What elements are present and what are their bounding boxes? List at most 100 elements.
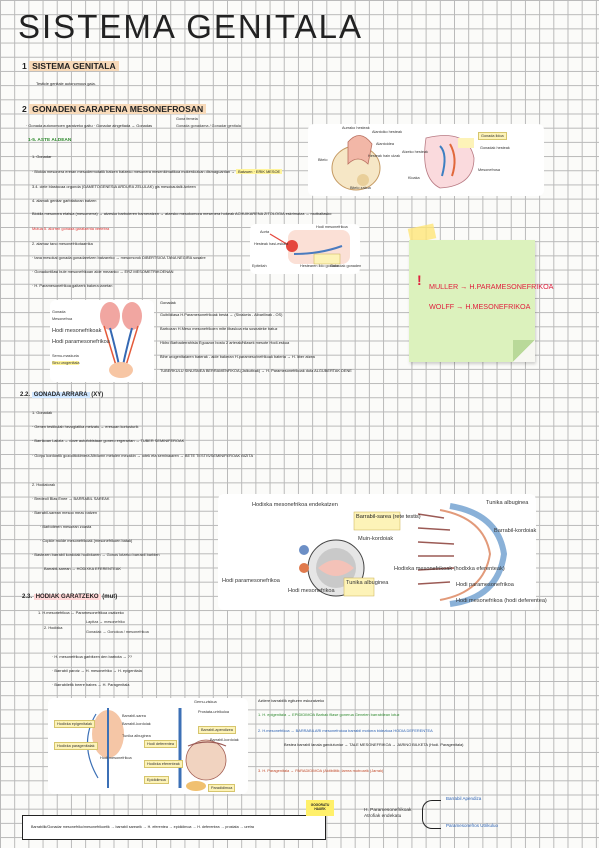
fig4-label-1: Barrabil-sarea (rete testis) [356, 514, 421, 520]
fig5-label-0: Hodixka epigenitalak [54, 720, 96, 729]
s2-line-9: · H. Paramesonefrikoa gaitzerk bakera la… [32, 283, 113, 288]
section-23-heading: 2.3. HODIAK GARATZEKO (mut) [22, 594, 117, 600]
s22-line-2: · Barrikoan Laitzia → dove autofobistaan… [32, 438, 185, 443]
embrion-arrow-top [422, 800, 441, 815]
s22-line-1: · Genen testikulab hezogiatika metzatu →… [32, 424, 139, 429]
fig5-label-2: Barrabil-sarea [122, 714, 146, 718]
fig1-label-7: Gonada ildoa [478, 132, 507, 141]
s2-line-4: Blokila mesonera etatsia (mesomerra) → a… [32, 211, 332, 216]
section-2-week: 1-5. ASTE ALDEAN [28, 138, 72, 143]
fig1-label-10: Mesonefrosa [478, 168, 500, 172]
s2-line-0: 1. Gonadar [32, 154, 52, 159]
fig3-label-2: Hodi mesonefrikoak [52, 328, 102, 334]
fig2-label-3: Epiteliah [252, 264, 267, 268]
fig4-label-5: Hodi mesonefrikoa [288, 588, 335, 594]
section-1-heading: 1 SISTEMA GENITALA [22, 61, 119, 71]
section-22-title: GONADA ARRARA [31, 392, 90, 398]
embrion-arrow-bottom [422, 814, 441, 829]
fig2-label-2: Hesteak hasi-eskala [254, 242, 289, 246]
fig3-label-0: Gonada [52, 310, 66, 314]
section-1-line: Testicle genitale autonomous gaia. [36, 81, 96, 86]
fig4-label-9: Hodi paramesonefrikoa [456, 582, 514, 588]
s23-line-4: · Barrabiletik beere babes → H. Parageni… [52, 682, 130, 687]
s23-right-3: Bestea barrabil lanala gandutuniar → TAL… [284, 742, 464, 747]
figure-1-gonadal-ridge: Aurrako hesteak Alantoiko hesteak Alanto… [308, 124, 544, 196]
sticky-line-1: MULLER → H.PARAMESONEFRIKOA [429, 282, 554, 291]
fig3-text-2: Barbozan H.Meso mesonefrikoen mite libas… [160, 326, 278, 331]
fig5-label-5: Hodi mesonefrikoa [100, 756, 132, 760]
fig1-label-3: Bitelo [318, 158, 328, 162]
s22-line-3: · Gorpu kordontik gozoditokimera Altxium… [32, 453, 254, 458]
fig1-label-5: Atzeko hesteak [402, 150, 428, 154]
s23-brace-0: Lapitza → mesonefriko [86, 620, 125, 624]
section-1-title: SISTEMA GENITALA [29, 61, 119, 71]
figure-1-drawing [331, 135, 475, 191]
s2-line-3: 4. alamak genitar garbitaturan batzen [32, 198, 97, 203]
s22b-line-4: · Copkle molde mesonefrikoak (mesonefrik… [40, 538, 133, 543]
figure-4-testis: Hodixka mesonefrikoa endekatzen Barrabil… [218, 494, 547, 610]
figure-5-drawing [86, 708, 227, 791]
figure-4-drawing [299, 503, 508, 607]
fig5-label-12: Epididimoa [144, 776, 169, 785]
embrion-label: H. Paramesonefrikoak Atrofiak endekatu [364, 808, 412, 819]
fig5-label-3: Barrabil-kordoiak [122, 722, 151, 726]
section-22-heading: 2.2. GONADA ARRARA (XY) [20, 392, 103, 398]
s22b-line-3: · Barboteren mesoean zoasta [40, 524, 92, 529]
summary-text: Barrabilik/Gonadar mesonefriko/mesonefri… [31, 825, 254, 829]
sticky-line-2: WOLFF → H.MESONEFRIKOA [429, 302, 531, 311]
s23-brace-1: Gonadak → Gonokoa / mesonefrikoa [86, 630, 149, 634]
section-2-heading: 2 GONADEN GARAPENA MESONEFROSAN [22, 104, 207, 114]
embrion-out-1: Barrabil Apendiza [446, 796, 482, 801]
fig5-label-9: Hodixka eferenteak [144, 760, 183, 769]
figure-3-drawing [100, 302, 142, 378]
s2-line-6: 2. alamaz tano mesonefrikotaarrika [32, 241, 93, 246]
s23-line-0: 1. H.mesonefrikoa → Paramesonefrikoa osa… [38, 610, 124, 615]
fig4-label-7: Tunika albuginea [486, 500, 529, 506]
s22b-line-5: · Bastezen barrabil kordoiak hodixkaren … [32, 552, 160, 557]
summary-box: Barrabilik/Gonadar mesonefriko/mesonefri… [22, 815, 326, 840]
fig2-label-4: Hestearen ildo gonada [300, 264, 339, 268]
sticky-exclaim-icon: ! [417, 272, 422, 288]
fig2-label-1: Hodi mesonefrikoa [316, 225, 348, 229]
figure-3-indifferent-ducts: Gonada Mesonefroa Hodi mesonefrikoak Hod… [50, 300, 154, 382]
section-2-brace-1: Gona femeia [176, 117, 198, 121]
section-2-number: 2 [22, 104, 27, 114]
s22b-line-0: 2. Hodiatorak [32, 482, 56, 487]
fig1-label-2: Alantoidea [376, 142, 394, 146]
section-1-number: 1 [22, 61, 27, 71]
s2-line-7: · tana mesokal gonada gonadaretzen batza… [32, 255, 206, 260]
s23-line-1: 2. Hodixka [44, 625, 63, 630]
fig2-label-5: Gonadak gonaden [330, 264, 362, 268]
s22b-line-1: · Bredeoli Blas Enee → BARRABIL SAREAK [32, 496, 110, 501]
fig3-text-4: Bihe urogenitalaren baterak - alde baker… [160, 354, 315, 359]
fig1-label-9: Kloaka [408, 176, 420, 180]
section-2-title: GONADEN GARAPENA MESONEFROSAN [29, 104, 207, 114]
section-23-suffix: (mut) [102, 594, 118, 600]
fig3-label-1: Mesonefroa [52, 317, 73, 321]
s2-line-1: · Blokila mesonera eretan mesodermotatik… [32, 169, 283, 174]
fig3-text-1: Guibildiasa H.Paramesonefrikoak besta → … [160, 312, 283, 317]
fig1-label-8: Gonadak hesteak [480, 146, 510, 150]
fig5-label-4: Tunika albuginea [122, 734, 151, 738]
section-2-intro: · Gonada autonomoen garatzeko gaitu · Go… [26, 123, 153, 128]
page-title: SISTEMA GENITALA [18, 8, 363, 45]
figure-5-duct-fate: Hodixka epigenitalak Hodixka paragenital… [48, 698, 248, 794]
fig4-label-10: Hodi mesonefrikoa (hodi deferentea) [456, 598, 547, 604]
fig5-label-1: Hodixka paragenitalak [54, 742, 98, 751]
s2-line-5: Mutua 5. alorren gonada garatzenta verte… [32, 226, 110, 231]
figure-2-germ-cells: Aorta Hodi mesonefrikoa Hesteak hasi-esk… [250, 224, 362, 274]
fig3-label-5: Sinu urogenitala [52, 361, 80, 366]
fig3-text-0: Gonadak [160, 300, 176, 305]
fig5-label-10: Barrabil-apendizea [198, 726, 236, 735]
fig3-text-3: Hidro Barbaderrahisia Eguazon bostu 2 ar… [160, 340, 290, 345]
fig4-label-0: Hodixka mesonefrikoa endekatzen [252, 502, 338, 508]
section-22-number: 2.2. [20, 392, 31, 398]
fig5-label-13: Paradidimoa [208, 784, 236, 793]
fig4-label-6: Hodixka mesonefrikoak (hodixka eferentea… [394, 566, 505, 572]
fig4-label-4: Hodi paramesonefrikoa [222, 578, 280, 584]
s23-line-2: · H. mesonefrikoa garbitzen den barbota … [52, 654, 133, 659]
fig5-label-6: Gernu-ziskua [194, 700, 217, 704]
fig3-text-5: TUBERKULU SINUSMEA BERRAMENFIKOA (Jalkui… [160, 368, 352, 373]
s23-line-3: · Barrabil parotz → H. mesonefriko → H. … [52, 668, 142, 673]
s2-line-2: 3.4. ciele blastocaa orgonda (GAMETOGENE… [32, 184, 196, 189]
